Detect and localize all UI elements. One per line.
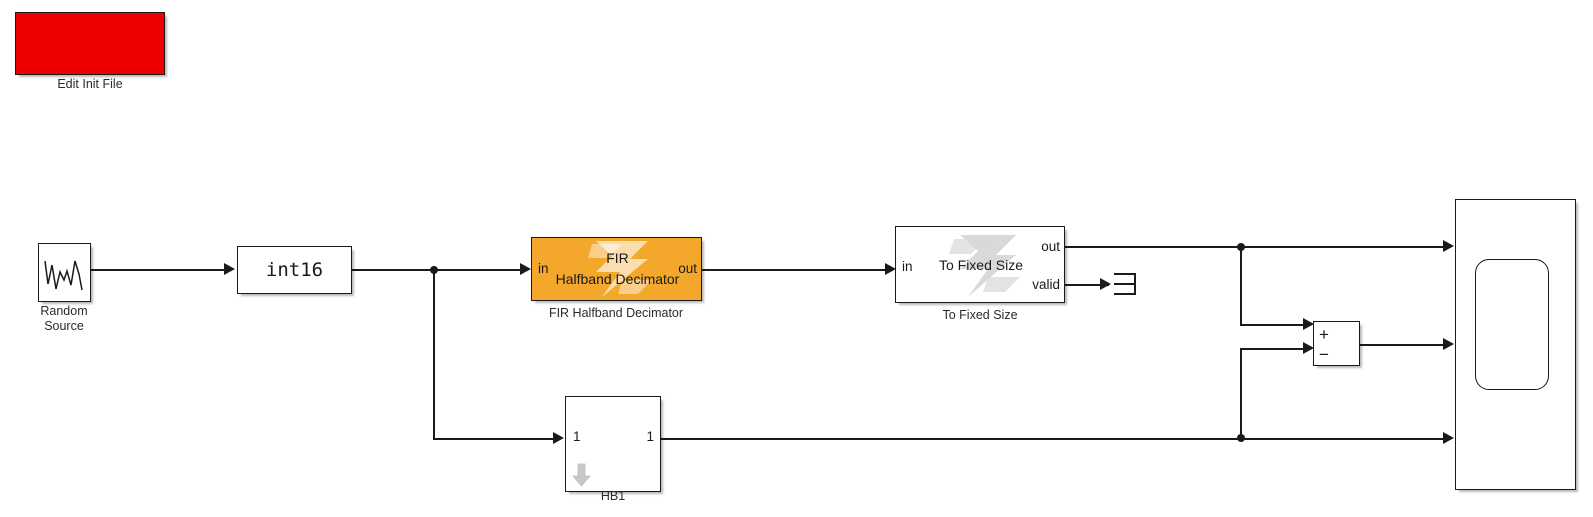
wire-branch-down-to-hb1 <box>433 269 435 440</box>
port-label-tofixedsize-valid: valid <box>1032 277 1060 292</box>
terminator-icon-right-line <box>1134 273 1136 294</box>
block-data-type-conversion-int16[interactable] <box>237 246 352 294</box>
block-text-int16: int16 <box>265 259 324 281</box>
arrow-into-sum-plus <box>1303 318 1314 330</box>
terminator-icon-mid-line <box>1114 283 1136 285</box>
block-scope[interactable] <box>1455 199 1576 490</box>
arrow-into-scope-input-2 <box>1443 338 1454 350</box>
port-label-tofixedsize-out: out <box>1041 239 1060 254</box>
block-label-to-fixed-size: To Fixed Size <box>942 308 1018 322</box>
wire-hb1-to-scope <box>661 438 1449 440</box>
arrow-into-int16 <box>224 263 235 275</box>
wire-valid-to-terminator <box>1065 284 1109 286</box>
random-noise-waveform-icon <box>44 260 83 291</box>
arrow-into-scope-input-3 <box>1443 432 1454 444</box>
port-label-hb1-in: 1 <box>573 429 581 444</box>
dsp-hdl-z-logo-watermark-icon <box>588 241 652 297</box>
block-title-fir-line1: FIR <box>606 250 629 266</box>
wire-branch-right-to-sum-minus <box>1240 348 1306 350</box>
block-to-fixed-size[interactable]: in out valid To Fixed Size <box>895 226 1065 303</box>
arrow-into-to-fixed-size <box>885 263 896 275</box>
block-title-to-fixed-size: To Fixed Size <box>938 257 1024 273</box>
block-label-hb1: HB1 <box>600 489 626 503</box>
terminator-icon-bottom-line <box>1114 293 1136 295</box>
wire-branch-right-to-hb1 <box>433 438 555 440</box>
subsystem-down-arrow-icon <box>572 463 591 487</box>
block-fir-halfband-decimator[interactable]: in out FIR Halfband Decimator <box>531 237 702 301</box>
wire-random-source-to-int16 <box>91 269 225 271</box>
block-label-random-source: Random Source <box>40 304 88 333</box>
port-label-hb1-out: 1 <box>646 429 654 444</box>
block-title-fir-line2: Halfband Decimator <box>555 271 680 287</box>
port-label-tofixedsize-in: in <box>902 259 913 274</box>
wire-sum-to-scope <box>1360 344 1449 346</box>
wire-fir-to-tofixedsize <box>702 269 887 271</box>
arrow-into-scope-input-1 <box>1443 240 1454 252</box>
wire-branch-right-to-sum-plus <box>1240 324 1306 326</box>
port-label-fir-out: out <box>678 261 697 276</box>
wire-branch-down-to-sum-plus <box>1240 246 1242 325</box>
block-sum[interactable]: + − <box>1313 321 1360 366</box>
arrow-into-terminator <box>1100 278 1111 290</box>
port-label-fir-in: in <box>538 261 549 276</box>
wire-tofixedsize-out-to-scope <box>1065 246 1449 248</box>
arrow-into-hb1 <box>553 432 564 444</box>
block-random-source[interactable] <box>38 243 91 302</box>
block-terminator[interactable] <box>1114 273 1138 296</box>
block-edit-init-file[interactable] <box>15 12 165 75</box>
arrow-into-sum-minus <box>1303 342 1314 354</box>
scope-display-icon <box>1475 259 1549 390</box>
wire-branch-up-to-sum-minus <box>1240 348 1242 439</box>
sum-sign-minus: − <box>1319 345 1329 364</box>
sum-sign-plus: + <box>1319 325 1329 344</box>
block-hb1-subsystem[interactable]: 1 1 <box>565 396 661 492</box>
arrow-into-fir-halfband-decimator <box>520 263 531 275</box>
block-label-fir-halfband-decimator: FIR Halfband Decimator <box>548 306 684 320</box>
terminator-icon-top-line <box>1114 273 1136 275</box>
block-label-edit-init-file: Edit Init File <box>57 77 123 91</box>
